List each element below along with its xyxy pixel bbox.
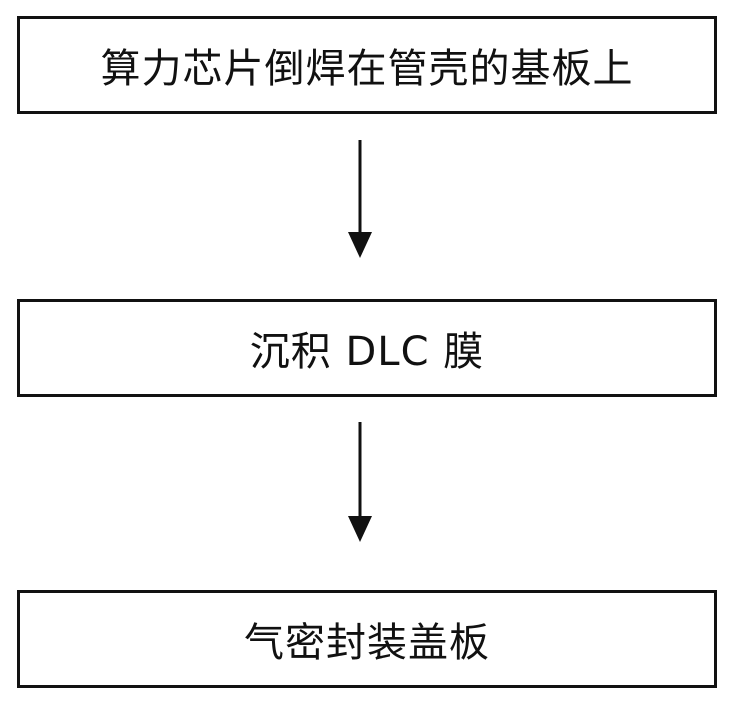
flow-step-1: 算力芯片倒焊在管壳的基板上 [17,16,717,114]
flow-step-2: 沉积 DLC 膜 [17,299,717,397]
flow-step-1-label: 算力芯片倒焊在管壳的基板上 [100,46,634,92]
flow-arrow-2 [348,422,372,542]
flow-step-3: 气密封装盖板 [17,590,717,688]
flow-step-2-label: 沉积 DLC 膜 [249,329,485,375]
flow-arrow-1 [348,140,372,258]
flow-step-3-label: 气密封装盖板 [244,620,490,666]
